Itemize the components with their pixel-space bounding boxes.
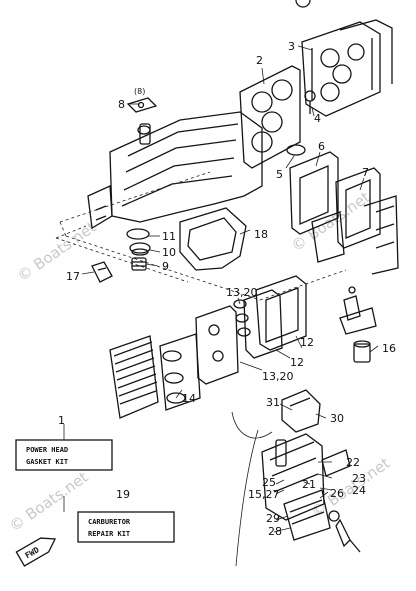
callout-5: 5 xyxy=(276,168,283,181)
callout-3: 3 xyxy=(288,40,295,53)
callout-26: 26 xyxy=(330,487,344,500)
callout-21: 21 xyxy=(302,478,316,491)
callout-1: 1 xyxy=(58,414,65,427)
callout-13-20-lower: 13,20 xyxy=(262,370,294,383)
part-8-bracket xyxy=(126,97,158,113)
part-3-cylinder-head xyxy=(301,19,393,117)
carburetor-kit-line1: CARBURETOR xyxy=(88,518,131,526)
callout-7: 7 xyxy=(362,166,369,179)
part-18-gasket xyxy=(179,207,247,271)
callout-12-upper: 12 xyxy=(300,336,314,349)
callout-15-27: 15,27 xyxy=(248,488,280,501)
callout-8: 8 xyxy=(118,98,125,111)
power-head-kit-line1: POWER HEAD xyxy=(26,446,68,454)
carburetor-kit-line2: REPAIR KIT xyxy=(88,530,130,538)
callout-17: 17 xyxy=(66,270,80,283)
callout-11: 11 xyxy=(162,230,176,243)
callout-labels: 1 2 3 4 5 6 7 8 (8) 9 10 11 12 12 13,20 … xyxy=(58,40,396,538)
cylinder-block xyxy=(87,111,263,230)
callout-13-20-upper: 13,20 xyxy=(226,286,258,299)
callout-9: 9 xyxy=(162,260,169,273)
assembly-outline xyxy=(55,171,347,301)
callout-14: 14 xyxy=(182,392,196,405)
fuel-line-lower xyxy=(235,429,259,567)
power-head-kit-line2: GASKET KIT xyxy=(26,458,68,466)
callout-8-alt: (8) xyxy=(134,87,145,96)
callout-2: 2 xyxy=(256,54,263,67)
silencer-panel xyxy=(109,335,159,419)
power-head-gasket-kit-box: POWER HEAD GASKET KIT xyxy=(15,439,113,471)
callout-28: 28 xyxy=(268,525,282,538)
callout-30: 30 xyxy=(330,412,344,425)
callout-16: 16 xyxy=(382,342,396,355)
page-mark-icon xyxy=(295,0,311,8)
side-plate xyxy=(311,211,345,263)
callout-12-lower: 12 xyxy=(290,356,304,369)
fwd-arrow-icon: FWD xyxy=(15,537,57,567)
callout-23: 23 xyxy=(352,472,366,485)
callout-6: 6 xyxy=(318,140,325,153)
callout-4: 4 xyxy=(314,112,321,125)
part-6-gasket xyxy=(289,151,339,235)
callout-10: 10 xyxy=(162,246,176,259)
callout-24: 24 xyxy=(352,484,366,497)
part-16-fitting xyxy=(339,286,377,363)
fuel-line xyxy=(231,411,273,439)
intake-assembly xyxy=(159,275,307,411)
part-7-cover xyxy=(335,167,399,275)
callout-31: 31 xyxy=(266,396,280,409)
part-4-plug xyxy=(304,90,316,114)
callout-25: 25 xyxy=(262,476,276,489)
callout-22: 22 xyxy=(346,456,360,469)
carburetor-repair-kit-box: CARBURETOR REPAIR KIT xyxy=(77,511,175,543)
callout-18: 18 xyxy=(254,228,268,241)
leader-lines xyxy=(63,45,379,533)
callout-29: 29 xyxy=(266,512,280,525)
callout-19: 19 xyxy=(116,488,130,501)
parts-9-11-seals xyxy=(126,228,151,271)
carburetor-assembly xyxy=(261,389,361,553)
part-2-head-gasket xyxy=(239,65,301,169)
watermark-group: © Boats.net © Boats.net © Boats.net © Bo… xyxy=(6,188,393,535)
part-5-ring xyxy=(286,144,306,156)
part-17-bracket xyxy=(91,261,113,283)
watermark-left-top: © Boats.net xyxy=(14,218,99,285)
